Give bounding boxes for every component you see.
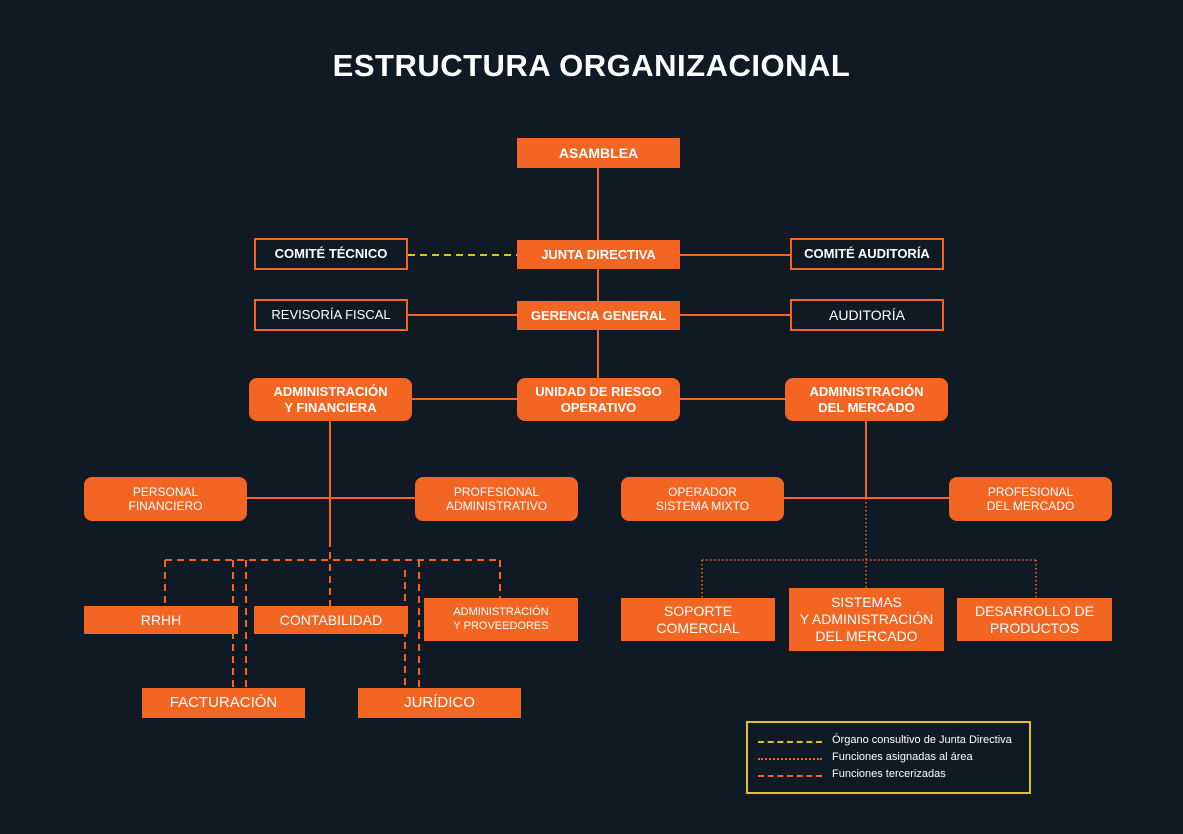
node-juridico: JURÍDICO xyxy=(358,688,521,718)
legend-label-consultivo: Órgano consultivo de Junta Directiva xyxy=(832,734,1012,746)
legend: Órgano consultivo de Junta Directiva Fun… xyxy=(746,721,1031,794)
node-admin-proveedores: ADMINISTRACIÓN Y PROVEEDORES xyxy=(424,598,578,641)
node-contabilidad: CONTABILIDAD xyxy=(254,606,408,634)
legend-row-tercerizadas: Funciones tercerizadas xyxy=(748,767,1029,783)
node-asamblea: ASAMBLEA xyxy=(517,138,680,168)
node-profesional-mercado: PROFESIONAL DEL MERCADO xyxy=(949,477,1112,521)
node-junta-directiva: JUNTA DIRECTIVA xyxy=(517,240,680,269)
node-unidad-riesgo: UNIDAD DE RIESGO OPERATIVO xyxy=(517,378,680,421)
legend-row-consultivo: Órgano consultivo de Junta Directiva xyxy=(748,733,1029,749)
node-gerencia-general: GERENCIA GENERAL xyxy=(517,301,680,330)
legend-swatch-tercerizadas xyxy=(758,775,822,777)
node-desarrollo-productos: DESARROLLO DE PRODUCTOS xyxy=(957,598,1112,641)
node-auditoria: AUDITORÍA xyxy=(790,299,944,331)
legend-swatch-asignadas xyxy=(758,758,822,760)
legend-label-asignadas: Funciones asignadas al área xyxy=(832,751,973,763)
node-profesional-administrativo: PROFESIONAL ADMINISTRATIVO xyxy=(415,477,578,521)
page-title: ESTRUCTURA ORGANIZACIONAL xyxy=(332,48,851,83)
node-admin-financiera: ADMINISTRACIÓN Y FINANCIERA xyxy=(249,378,412,421)
node-admin-mercado: ADMINISTRACIÓN DEL MERCADO xyxy=(785,378,948,421)
legend-row-asignadas: Funciones asignadas al área xyxy=(748,750,1029,766)
node-comite-auditoria: COMITÉ AUDITORÍA xyxy=(790,238,944,270)
node-facturacion: FACTURACIÓN xyxy=(142,688,305,718)
node-operador-sistema: OPERADOR SISTEMA MIXTO xyxy=(621,477,784,521)
node-personal-financiero: PERSONAL FINANCIERO xyxy=(84,477,247,521)
node-soporte-comercial: SOPORTE COMERCIAL xyxy=(621,598,775,641)
node-revisoria-fiscal: REVISORÍA FISCAL xyxy=(254,299,408,331)
legend-swatch-consultivo xyxy=(758,741,822,743)
legend-label-tercerizadas: Funciones tercerizadas xyxy=(832,768,946,780)
node-comite-tecnico: COMITÉ TÉCNICO xyxy=(254,238,408,270)
node-sistemas-admin: SISTEMAS Y ADMINISTRACIÓN DEL MERCADO xyxy=(789,588,944,651)
node-rrhh: RRHH xyxy=(84,606,238,634)
